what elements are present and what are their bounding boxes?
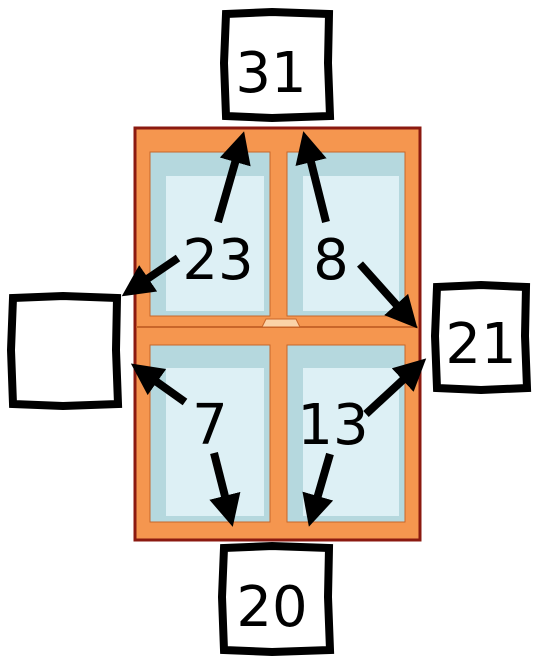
window-number-bottom-right: 13 xyxy=(297,393,368,458)
arrow-icon xyxy=(363,358,427,417)
window-number-top-left: 23 xyxy=(182,228,253,293)
window-number-bottom-left: 7 xyxy=(192,393,228,458)
box-icon xyxy=(430,280,532,395)
box-bottom: 20 xyxy=(217,541,335,657)
box-bottom-value: 20 xyxy=(236,575,307,640)
box-left xyxy=(6,291,123,411)
box-icon xyxy=(6,291,123,411)
box-top-value: 31 xyxy=(235,41,306,106)
window-number-top-right: 8 xyxy=(313,228,349,293)
box-icon xyxy=(217,541,335,657)
arrow-icon xyxy=(209,452,241,527)
arrow-icon xyxy=(121,254,181,297)
window-icon xyxy=(133,126,422,542)
window-pane-top-left xyxy=(149,151,271,317)
box-right-value: 21 xyxy=(445,312,516,377)
box-top: 31 xyxy=(219,7,335,123)
box-right: 21 xyxy=(430,280,532,395)
arrow-icon xyxy=(214,131,251,224)
box-icon xyxy=(219,7,335,123)
arrow-icon xyxy=(295,131,330,223)
arrow-icon xyxy=(357,261,418,329)
arrow-icon xyxy=(130,363,188,406)
arrow-icon xyxy=(302,452,334,527)
